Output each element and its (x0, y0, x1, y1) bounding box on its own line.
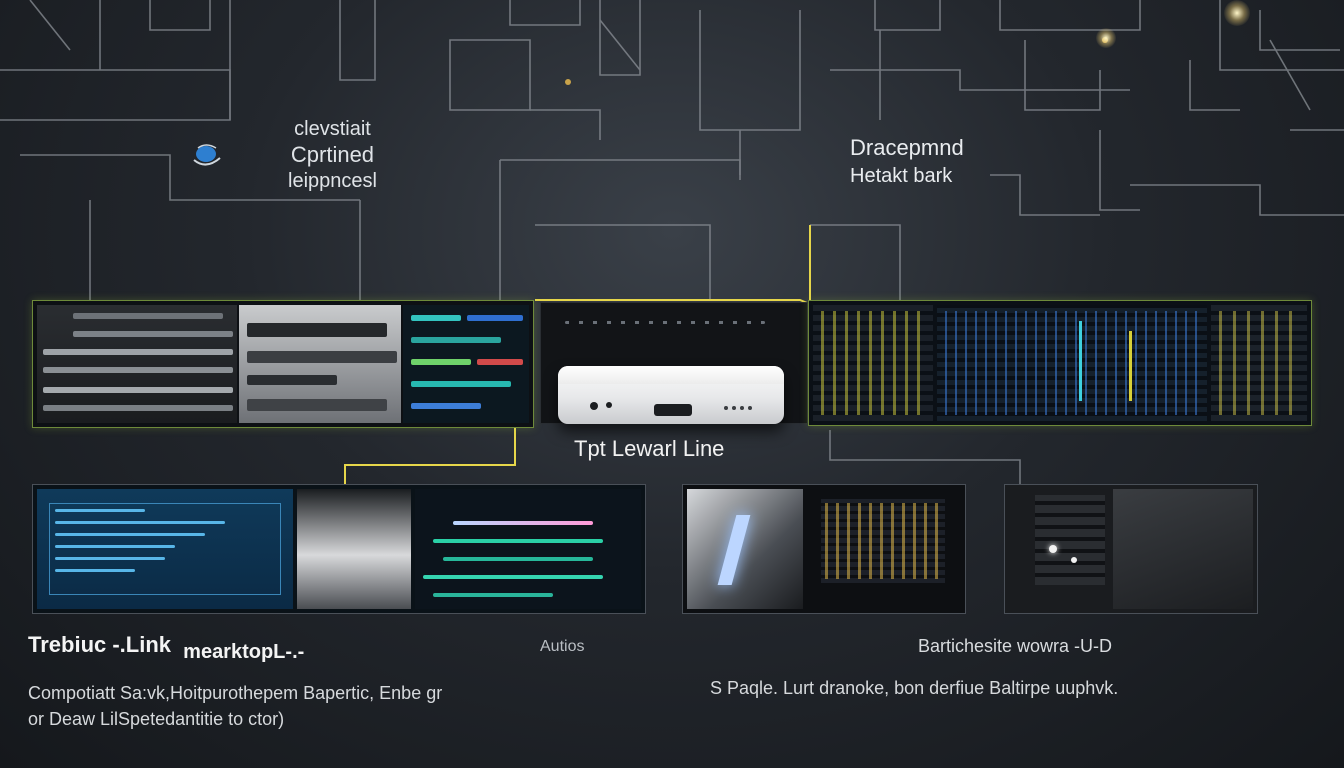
bottom-right-title: Bartichesite wowra -U-D (918, 636, 1113, 656)
bottom-left-desc-line-2: or Deaw LilSpetedantitie to ctor) (28, 709, 285, 729)
top-right-line-2: Hetakt bark (850, 165, 953, 187)
network-logo-icon (193, 144, 221, 166)
monitoring-dashboard-panel (32, 484, 646, 614)
top-left-line-2: Cprtined (290, 142, 375, 167)
bottom-left-description: Compotiatt Sa:vk,Hoitpurothepem Bapertic… (28, 680, 442, 732)
network-router-device (558, 366, 784, 424)
hardware-panel (682, 484, 966, 614)
server-rack-panel (32, 300, 534, 428)
control-room-panel (1004, 484, 1258, 614)
light-glow (1096, 28, 1116, 48)
bottom-right-description: S Paqle. Lurt dranoke, bon derfiue Balti… (710, 678, 1119, 698)
top-right-caption: Dracepmnd Hetakt bark (850, 134, 964, 190)
top-left-caption: clevstiait Cprtined leippncesl (288, 116, 377, 194)
device-caption: Tpt Lewarl Line (574, 436, 725, 461)
mid-tag: Autios (540, 638, 585, 655)
bottom-left-title-main: Trebiuc -.Link (28, 632, 172, 657)
bottom-left-desc-line-1: Compotiatt Sa:vk,Hoitpurothepem Bapertic… (28, 683, 443, 703)
top-left-line-1: clevstiait (294, 118, 371, 140)
top-left-line-3: leippncesl (288, 170, 377, 192)
bottom-left-title: Trebiuc -.Link mearktopL-.- (28, 632, 304, 663)
datacenter-panel (808, 300, 1312, 426)
light-glow (1224, 0, 1250, 26)
top-right-line-1: Dracepmnd (850, 135, 964, 160)
bottom-left-title-sub: mearktopL-.- (183, 641, 305, 663)
